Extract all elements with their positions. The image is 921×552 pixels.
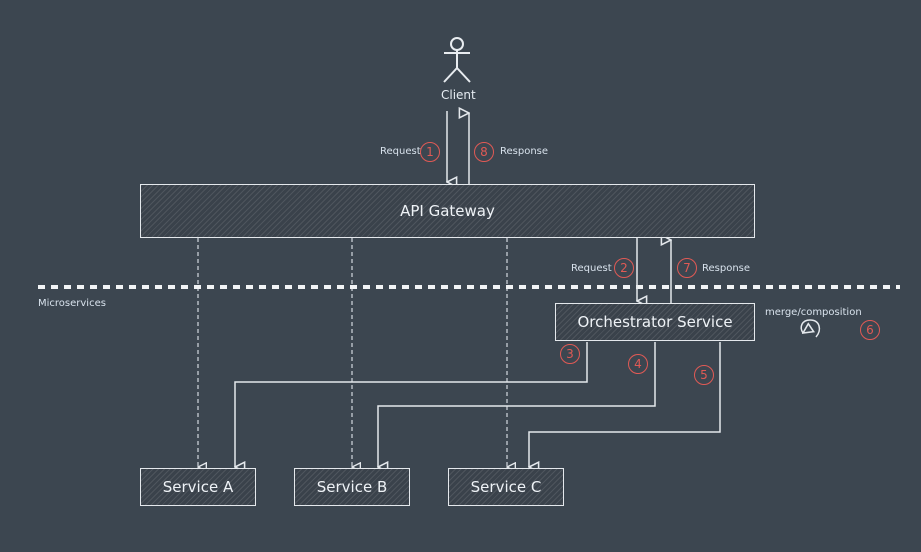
orchestrator-service-label: Orchestrator Service	[577, 313, 733, 331]
service-c-label: Service C	[470, 478, 542, 496]
merge-composition-label: merge/composition	[765, 307, 862, 318]
step-badge-5: 5	[694, 365, 714, 385]
step-badge-3: 3	[560, 344, 580, 364]
step-badge-7: 7	[677, 258, 697, 278]
orchestrator-service-box[interactable]: Orchestrator Service	[555, 303, 755, 341]
loop-arrow-icon	[800, 319, 821, 338]
stick-figure-icon	[443, 37, 471, 83]
orch-request-label: Request	[571, 263, 612, 274]
service-b-label: Service B	[316, 478, 388, 496]
step-badge-1: 1	[420, 142, 440, 162]
orch-to-service-a-arrow	[235, 342, 588, 467]
step-badge-2: 2	[614, 258, 634, 278]
service-c-box[interactable]: Service C	[448, 468, 564, 506]
service-a-box[interactable]: Service A	[140, 468, 256, 506]
service-b-box[interactable]: Service B	[294, 468, 410, 506]
step-badge-6: 6	[860, 320, 880, 340]
api-gateway-label: API Gateway	[400, 202, 495, 220]
orch-to-service-c-arrow	[529, 342, 721, 467]
microservices-zone-label: Microservices	[38, 298, 106, 309]
step-badge-8: 8	[474, 142, 494, 162]
client-label: Client	[441, 88, 476, 102]
orch-to-service-b-arrow	[378, 342, 656, 467]
step-badge-4: 4	[628, 354, 648, 374]
service-a-label: Service A	[162, 478, 234, 496]
client-response-label: Response	[500, 146, 549, 157]
api-gateway-box[interactable]: API Gateway	[140, 184, 755, 238]
client-request-label: Request	[380, 146, 421, 157]
orch-response-label: Response	[702, 263, 751, 274]
